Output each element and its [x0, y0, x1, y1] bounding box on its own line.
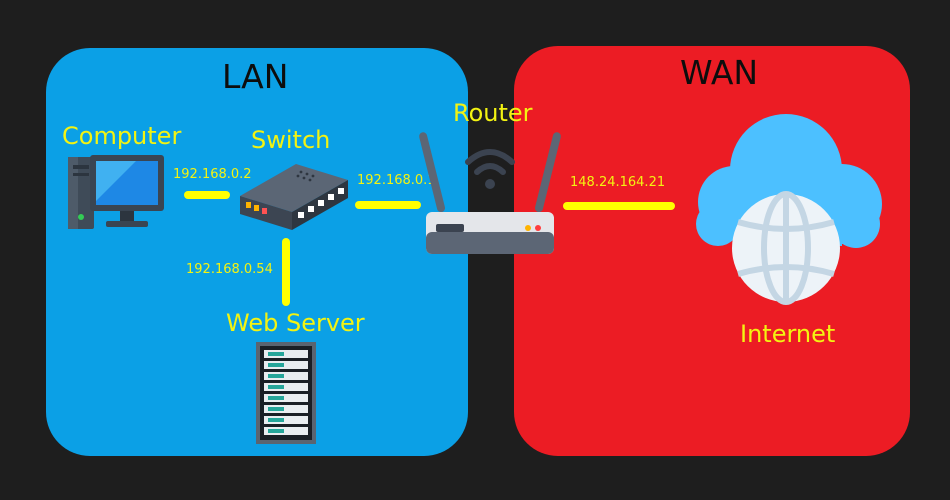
- switch-icon: [240, 164, 348, 230]
- computer-label: Computer: [62, 122, 182, 150]
- wan-title: WAN: [680, 53, 759, 92]
- ip-router-wan: 148.24.164.21: [570, 175, 666, 190]
- web-server-label: Web Server: [226, 309, 365, 337]
- ip-web-server: 192.168.0.54: [186, 262, 273, 277]
- switch-label: Switch: [251, 126, 331, 154]
- internet-label: Internet: [740, 320, 836, 348]
- cloud-globe-icon: [696, 114, 882, 305]
- router-label: Router: [453, 99, 533, 127]
- server-icon: [256, 342, 316, 444]
- link-router-internet: [563, 202, 675, 210]
- router-icon: [419, 132, 561, 254]
- link-switch-router: [355, 201, 421, 209]
- link-computer-switch: [184, 191, 230, 199]
- wan-zone: [514, 46, 910, 456]
- lan-title: LAN: [222, 57, 289, 96]
- link-switch-server: [282, 238, 290, 306]
- ip-computer: 192.168.0.2: [173, 167, 252, 182]
- ip-router-lan: 192.168.0.1: [357, 173, 436, 188]
- computer-icon: [68, 155, 164, 229]
